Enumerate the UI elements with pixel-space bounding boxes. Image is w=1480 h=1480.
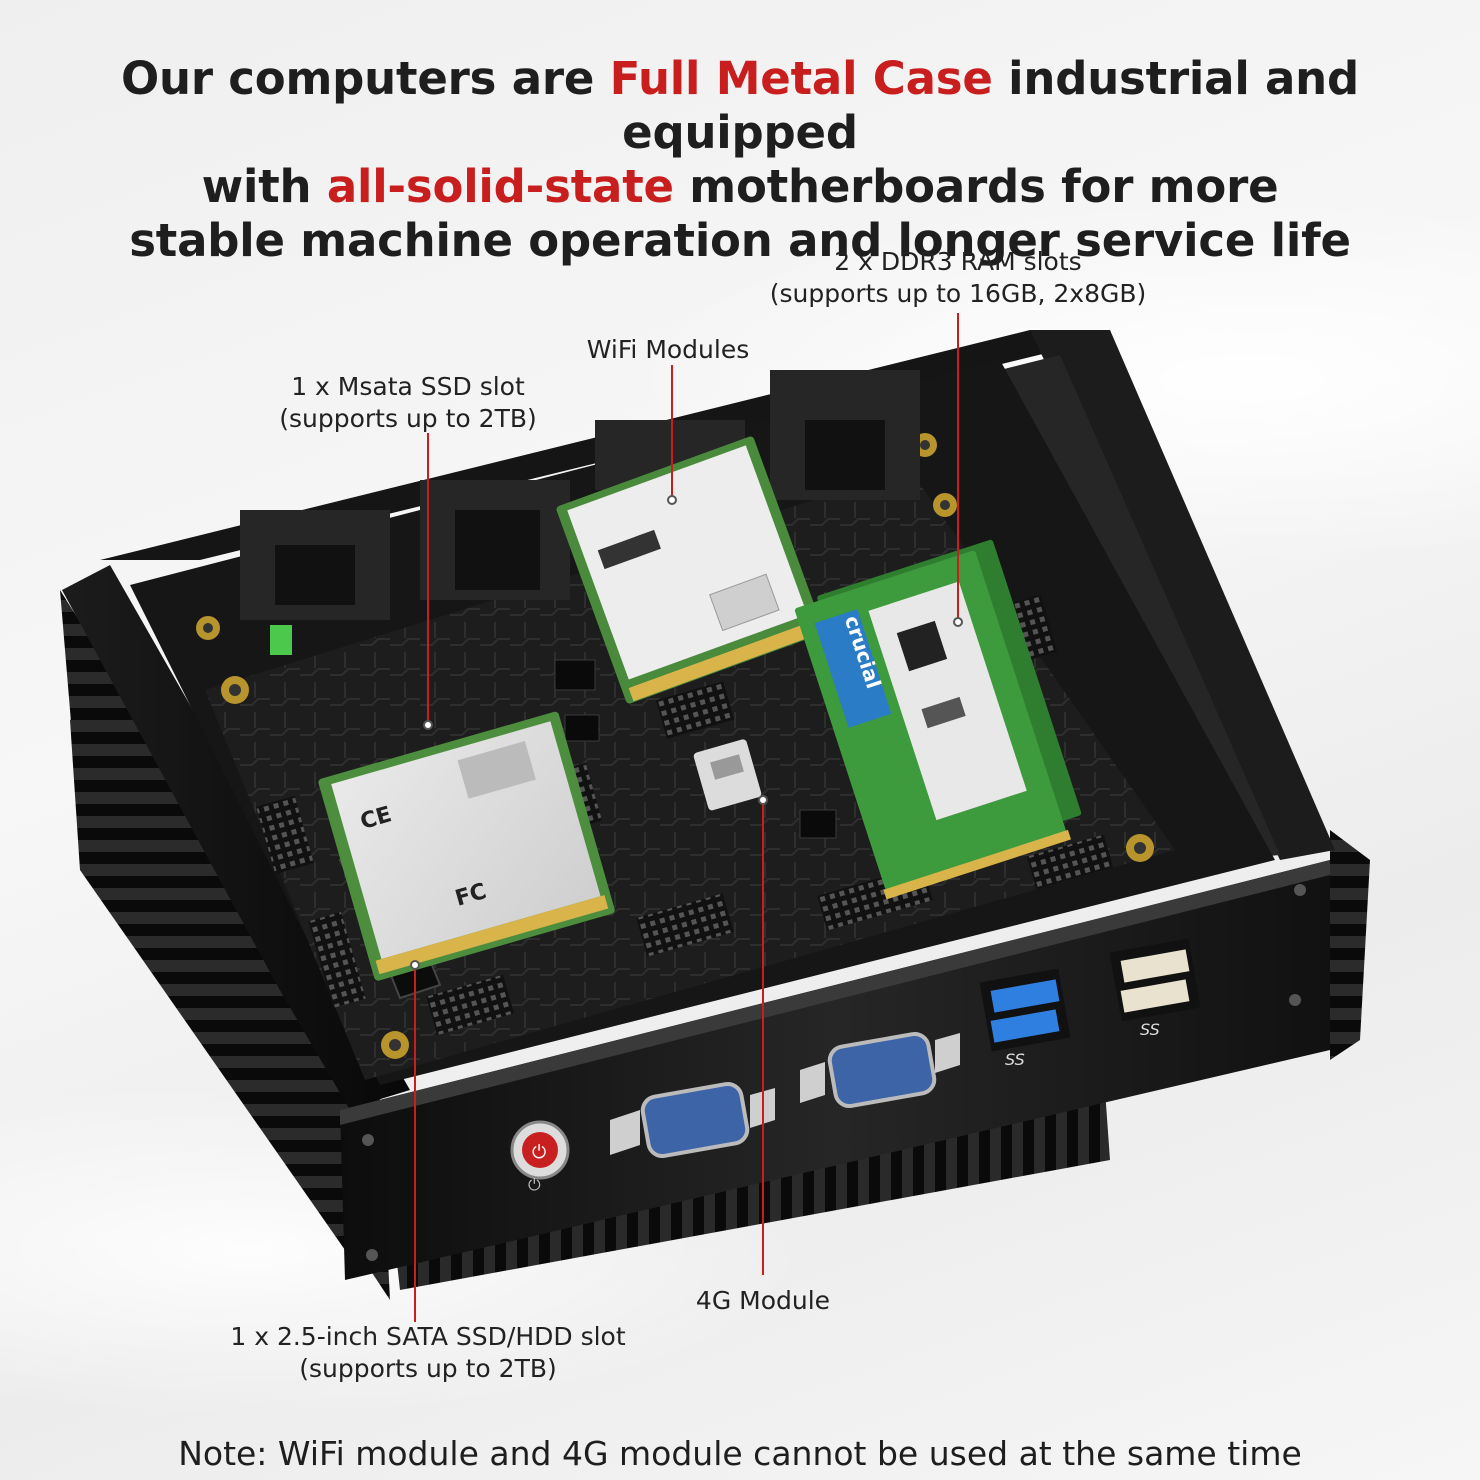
callout-leader-lines <box>410 313 963 1322</box>
callout-4g-module: 4G Module <box>695 1286 831 1315</box>
rear-io-ports <box>240 370 920 655</box>
usb3-ss-mark: SS <box>1005 1050 1025 1069</box>
usb2-ss-mark: SS <box>1140 1020 1160 1039</box>
headline-line-3: stable machine operation and longer serv… <box>129 214 1351 267</box>
front-panel: ⏻ ⏻ SS SS <box>362 884 1306 1261</box>
power-symbol-icon: ⏻ <box>528 1175 541 1194</box>
ddr3-ram-modules: crucial <box>794 539 1082 900</box>
compatibility-note: Note: WiFi module and 4G module cannot b… <box>178 1434 1302 1473</box>
callout-ram-slots: 2 x DDR3 RAM slots (supports up to 16GB,… <box>769 247 1147 308</box>
headline-highlight-all-solid-state: all-solid-state <box>326 160 674 213</box>
usb3-ports: SS <box>979 968 1071 1069</box>
headline-line-1: Our computers are Full Metal Case indust… <box>120 52 1360 159</box>
callout-wifi-modules: WiFi Modules <box>586 335 750 364</box>
power-icon: ⏻ <box>532 1142 546 1163</box>
headline-highlight-full-metal-case: Full Metal Case <box>609 52 993 105</box>
headline: Our computers are Full Metal Case indust… <box>0 52 1480 268</box>
callout-sata-slot: 1 x 2.5-inch SATA SSD/HDD slot (supports… <box>230 1322 626 1383</box>
msata-ssd: CE FC <box>318 711 615 981</box>
usb2-ports: SS <box>1109 938 1201 1039</box>
com-port-2 <box>800 1031 960 1109</box>
headline-line-2: with all-solid-state motherboards for mo… <box>201 160 1279 213</box>
wifi-module-card <box>556 436 824 704</box>
com-port-1 <box>610 1081 775 1159</box>
callout-msata-slot: 1 x Msata SSD slot (supports up to 2TB) <box>279 372 537 433</box>
